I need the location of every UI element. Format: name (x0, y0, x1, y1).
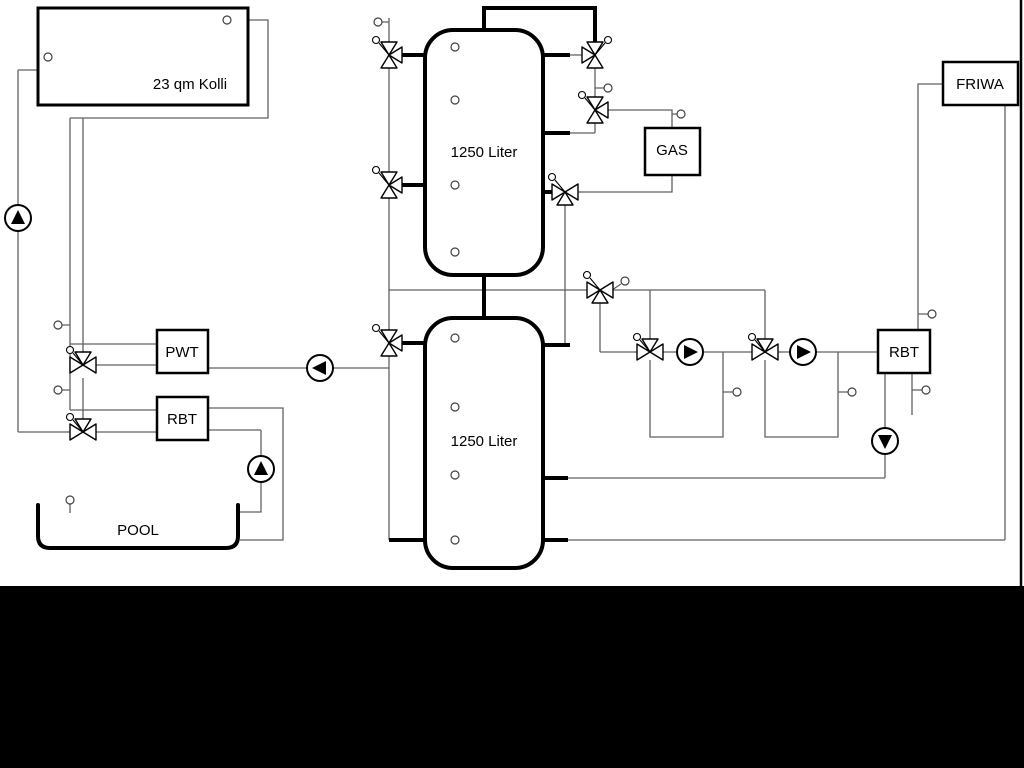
solar-pump-icon (4, 204, 32, 232)
gas-return-diverter-valve-icon (547, 172, 579, 206)
sensor-icon (732, 387, 742, 397)
collector-panel: 23 qm Kolli (36, 6, 250, 107)
friwa-box: FRIWA (941, 60, 1020, 107)
tank-icon (423, 28, 545, 277)
pwt-label: PWT (165, 344, 198, 361)
friwa-label: FRIWA (956, 76, 1004, 93)
sensor-icon (53, 320, 63, 330)
sensor-icon (620, 276, 630, 286)
sensor-icon (450, 333, 460, 343)
rbt-right-outline (876, 328, 932, 375)
buffer-tank-bottom: 1250 Liter (423, 316, 545, 570)
pool-label: POOL (117, 522, 159, 539)
sensor-icon (65, 495, 75, 505)
gas-boiler-box: GAS (643, 126, 702, 177)
tank-icon (423, 316, 545, 570)
heating-circuit2-pump-icon (789, 338, 817, 366)
sensor-icon (450, 535, 460, 545)
sensor-icon (603, 83, 613, 93)
buffer-charge-pump-icon (306, 354, 334, 382)
buffer1-top-outlet-valve-icon (581, 35, 613, 69)
buffer1-upper-charge-valve-icon (371, 35, 403, 69)
pool-basin: POOL (36, 503, 240, 550)
rbt-right-box: RBT (876, 328, 932, 375)
solar-pool-mixing-valve-icon (65, 412, 97, 441)
pipe-network-right (568, 83, 1006, 541)
pool-pump-icon (247, 455, 275, 483)
gas-label: GAS (656, 142, 688, 159)
sensor-icon (222, 15, 232, 25)
pool-outline (36, 503, 240, 550)
sensor-icon (450, 470, 460, 480)
collector-label: 23 qm Kolli (153, 76, 227, 93)
pwt-outline (155, 328, 210, 375)
pipe-network-left (17, 19, 389, 541)
gas-supply-valve-icon (577, 90, 609, 124)
rbt-right-label: RBT (889, 344, 919, 361)
solar-pwt-mixing-valve-icon (65, 345, 97, 374)
heating-circuit1-mixing-valve-icon (632, 332, 664, 361)
sensor-icon (450, 247, 460, 257)
sensor-icon (927, 309, 937, 319)
buffer-tank-top: 1250 Liter (423, 28, 545, 277)
buffer2-charge-valve-icon (371, 323, 403, 357)
sensor-group (43, 15, 937, 545)
rbt-circulation-pump-icon (871, 427, 899, 455)
buffer1-lower-charge-valve-icon (371, 165, 403, 199)
sensor-icon (921, 385, 931, 395)
sensor-icon (450, 95, 460, 105)
rbt-left-box: RBT (155, 395, 210, 442)
buffer-tank-bottom-label: 1250 Liter (451, 433, 518, 450)
sensor-icon (450, 402, 460, 412)
buffer-tank-top-label: 1250 Liter (451, 144, 518, 161)
sensor-icon (450, 180, 460, 190)
pwt-box: PWT (155, 328, 210, 375)
pipe-network-thick (389, 6, 597, 542)
heating-circuit1-pump-icon (676, 338, 704, 366)
gas-outline (643, 126, 702, 177)
sensor-icon (43, 52, 53, 62)
heating-distributor-valve-icon (582, 270, 614, 304)
sensor-icon (373, 17, 383, 27)
rbt-left-label: RBT (167, 411, 197, 428)
rbt-left-outline (155, 395, 210, 442)
sensor-icon (450, 42, 460, 52)
collector-outline (36, 6, 250, 107)
sensor-icon (676, 109, 686, 119)
heating-circuit2-mixing-valve-icon (747, 332, 779, 361)
sensor-icon (847, 387, 857, 397)
letterbox-bar (0, 586, 1024, 768)
sensor-icon (53, 385, 63, 395)
friwa-outline (941, 60, 1020, 107)
